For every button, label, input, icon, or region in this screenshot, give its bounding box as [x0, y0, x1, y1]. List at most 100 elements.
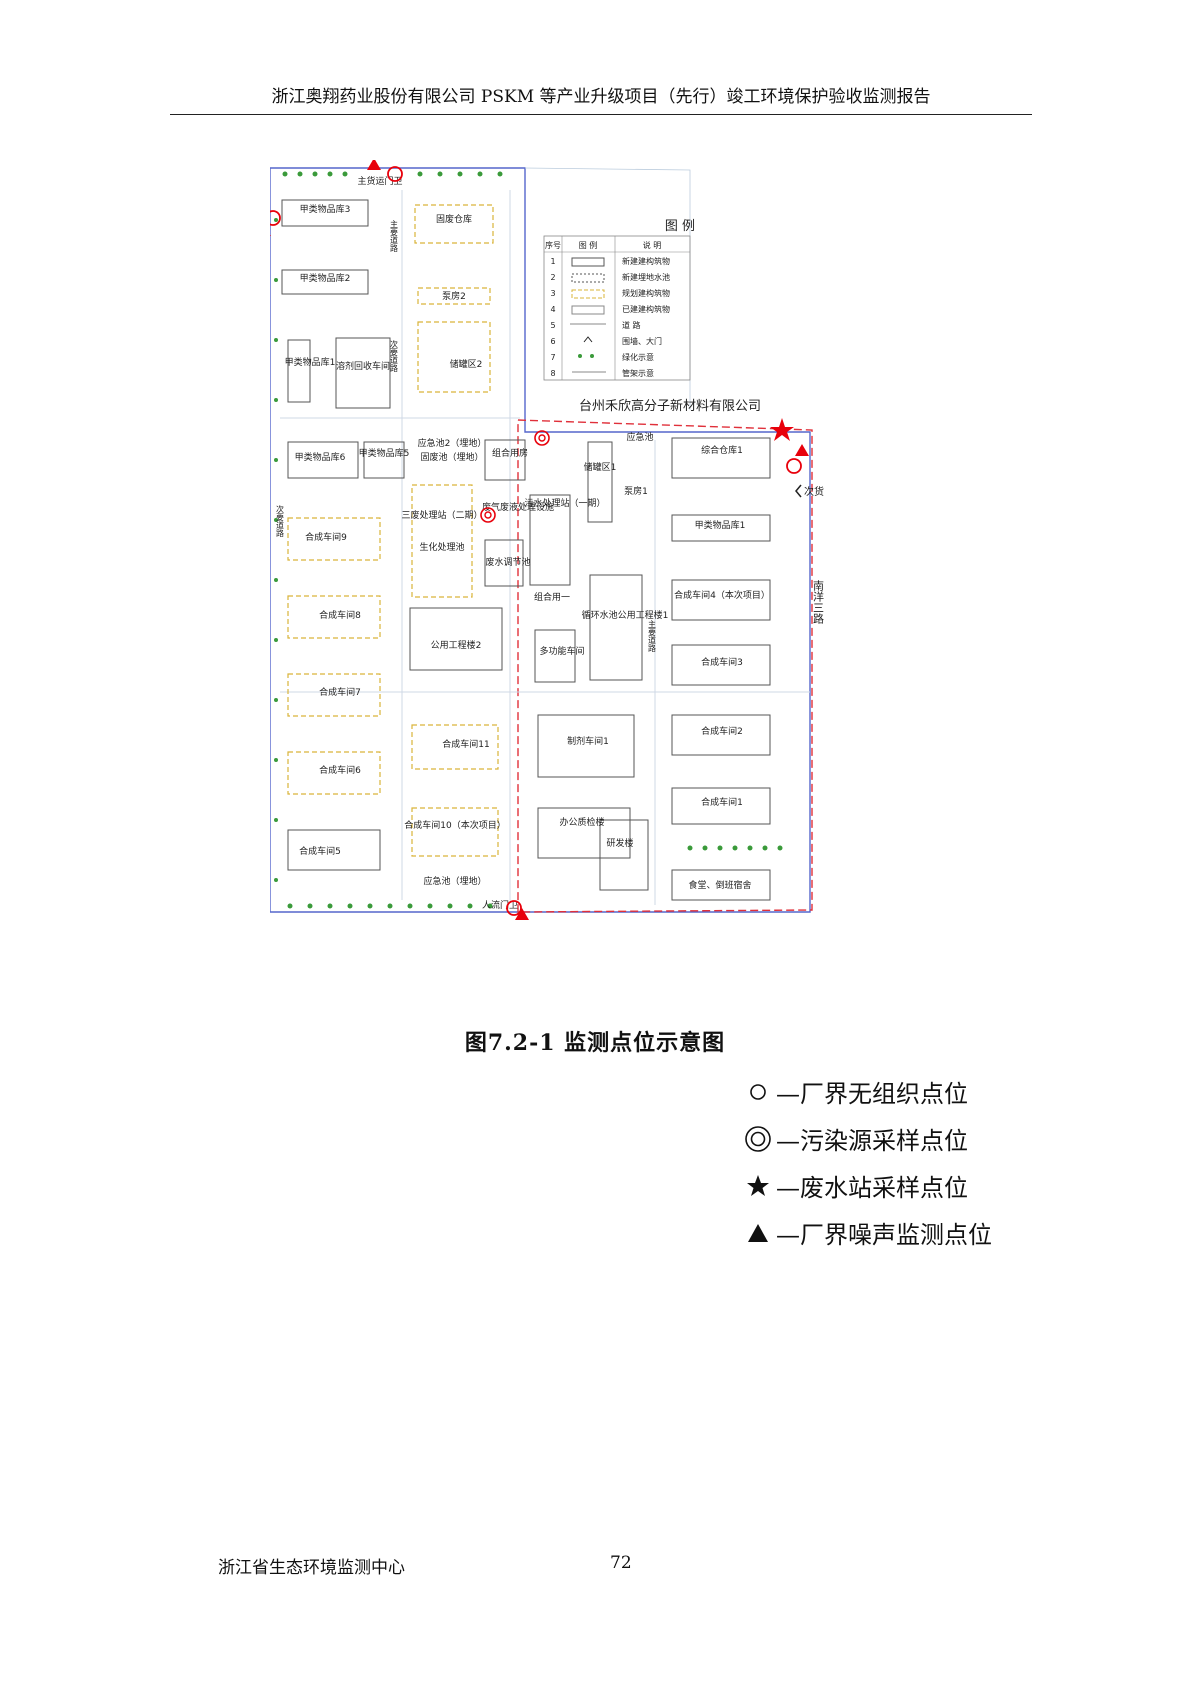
building-rect [281, 199, 369, 227]
building-label: 泵房1 [624, 485, 648, 497]
building-rect [411, 484, 473, 598]
legend-row-desc: 管架示意 [622, 368, 654, 378]
legend-row-desc: 已建建构筑物 [622, 304, 670, 314]
legend-row-no: 5 [550, 321, 555, 330]
legend-item: —废水站采样点位 [740, 1162, 1030, 1209]
legend-row-desc: 新建埋地水池 [622, 272, 670, 282]
building-label: 甲类物品库5 [359, 447, 410, 459]
building-rect [671, 579, 771, 621]
legend-col-sym: 图 例 [579, 240, 598, 250]
building-label: 合成车间10（本次项目） [404, 819, 505, 831]
building-label: 研发楼 [606, 837, 633, 849]
building-rect [287, 751, 381, 795]
legend-row-no: 8 [550, 369, 555, 378]
building-label: 综合仓库1 [701, 444, 743, 456]
building-label: 公用工程楼2 [431, 639, 482, 651]
legend-row-no: 1 [550, 257, 555, 266]
legend-item: —厂界噪声监测点位 [740, 1209, 1030, 1256]
building-rect [671, 644, 771, 686]
building-label: 甲类物品库2 [300, 272, 351, 284]
legend-row-desc: 围墙、大门 [622, 336, 662, 346]
building-rect [417, 321, 491, 393]
greenery [274, 171, 783, 909]
building-label: 合成车间9 [305, 531, 347, 543]
figure-caption: 图7.2-1 监测点位示意图 [464, 1030, 726, 1056]
star-icon [740, 1174, 776, 1198]
building-label: 固废仓库 [436, 213, 472, 225]
building-rect [409, 607, 503, 671]
building-rect [417, 287, 491, 305]
double-circle-icon [480, 507, 496, 523]
drawing-legend-title: 图 例 [665, 219, 695, 234]
circle-icon [387, 166, 403, 182]
triangle-icon [515, 908, 529, 920]
monitoring-legend: —厂界无组织点位 —污染源采样点位 —废水站采样点位 —厂界噪声监测点位 [740, 1068, 1030, 1256]
road-label: 主要道路 [648, 619, 657, 652]
legend-item: —污染源采样点位 [740, 1115, 1030, 1162]
building-label: 固废池（埋地） [420, 451, 483, 463]
legend-row-desc: 新建建构筑物 [622, 256, 670, 266]
building-label: 三废处理站（二期） [401, 509, 482, 521]
building-label: 储罐区1 [584, 461, 617, 473]
chevron-left-icon [795, 484, 802, 498]
double-circle-icon [740, 1124, 776, 1154]
building-label: 食堂、倒班宿舍 [688, 879, 751, 891]
building-rect [534, 629, 576, 683]
building-rect [671, 437, 771, 479]
circle-icon [270, 210, 281, 226]
building-label: 甲类物品库6 [295, 451, 346, 463]
page-header: 浙江奥翔药业股份有限公司 PSKM 等产业升级项目（先行）竣工环境保护验收监测报… [170, 84, 1032, 115]
building-label: 合成车间8 [319, 609, 361, 621]
circle-icon [506, 900, 522, 916]
legend-row-desc: 道 路 [622, 320, 641, 330]
footer-organization: 浙江省生态环境监测中心 [218, 1558, 405, 1578]
legend-row-desc: 绿化示意 [622, 352, 654, 362]
triangle-icon [795, 444, 809, 456]
building-label: 循环水池公用工程楼1 [582, 609, 669, 621]
legend-item-label: —废水站采样点位 [776, 1174, 968, 1202]
header-title: 浙江奥翔药业股份有限公司 PSKM 等产业升级项目（先行）竣工环境保护验收监测报… [271, 87, 931, 107]
building-rect [287, 673, 381, 717]
building-label: 储罐区2 [450, 358, 483, 370]
building-rect [287, 517, 381, 561]
building-rect [335, 337, 391, 409]
building-rect [587, 441, 613, 523]
legend-col-desc: 说 明 [643, 240, 662, 250]
building-label: 废气废液处理设施 [482, 501, 554, 513]
building-label: 合成车间11 [442, 738, 489, 750]
star-icon [770, 418, 794, 441]
building-rect [599, 819, 649, 891]
building-label: 生化处理池 [419, 541, 464, 553]
building-rect [484, 439, 526, 481]
building-rect [671, 869, 771, 901]
building-rect [537, 807, 631, 859]
building-label: 甲类物品库1 [285, 356, 336, 368]
legend-item-label: —厂界无组织点位 [776, 1080, 968, 1108]
building-rect [414, 204, 494, 244]
building-rect [287, 339, 311, 403]
circle-icon [786, 458, 802, 474]
road-label: 主要道路 [390, 219, 399, 252]
building-label: 多功能车间 [539, 645, 584, 657]
legend-item: —厂界无组织点位 [740, 1068, 1030, 1115]
gate-label: 次货 [804, 485, 824, 498]
building-label: 合成车间3 [701, 656, 743, 668]
drawing-legend: 图 例 序号 图 例 说 明 1 新建建构筑物 2 新建埋地水池 3 规划建构筑… [543, 219, 695, 381]
building-rect [671, 714, 771, 756]
building-rect [411, 724, 499, 770]
building-label: 合成车间1 [701, 796, 743, 808]
legend-row-no: 3 [550, 289, 555, 298]
building-label: 合成车间2 [701, 725, 743, 737]
legend-row-no: 7 [550, 353, 555, 362]
legend-row-desc: 规划建构筑物 [622, 288, 670, 298]
legend-row-no: 2 [550, 273, 555, 282]
road-label: 次要道路 [276, 504, 285, 537]
building-label: 甲类物品库1 [695, 519, 746, 531]
building-rect [363, 441, 405, 479]
building-rect [529, 494, 571, 586]
factory-boundary-wall [270, 167, 811, 913]
building-rect [484, 539, 524, 587]
double-circle-icon [534, 430, 550, 446]
project-boundary [517, 419, 813, 913]
building-rect [411, 807, 499, 857]
